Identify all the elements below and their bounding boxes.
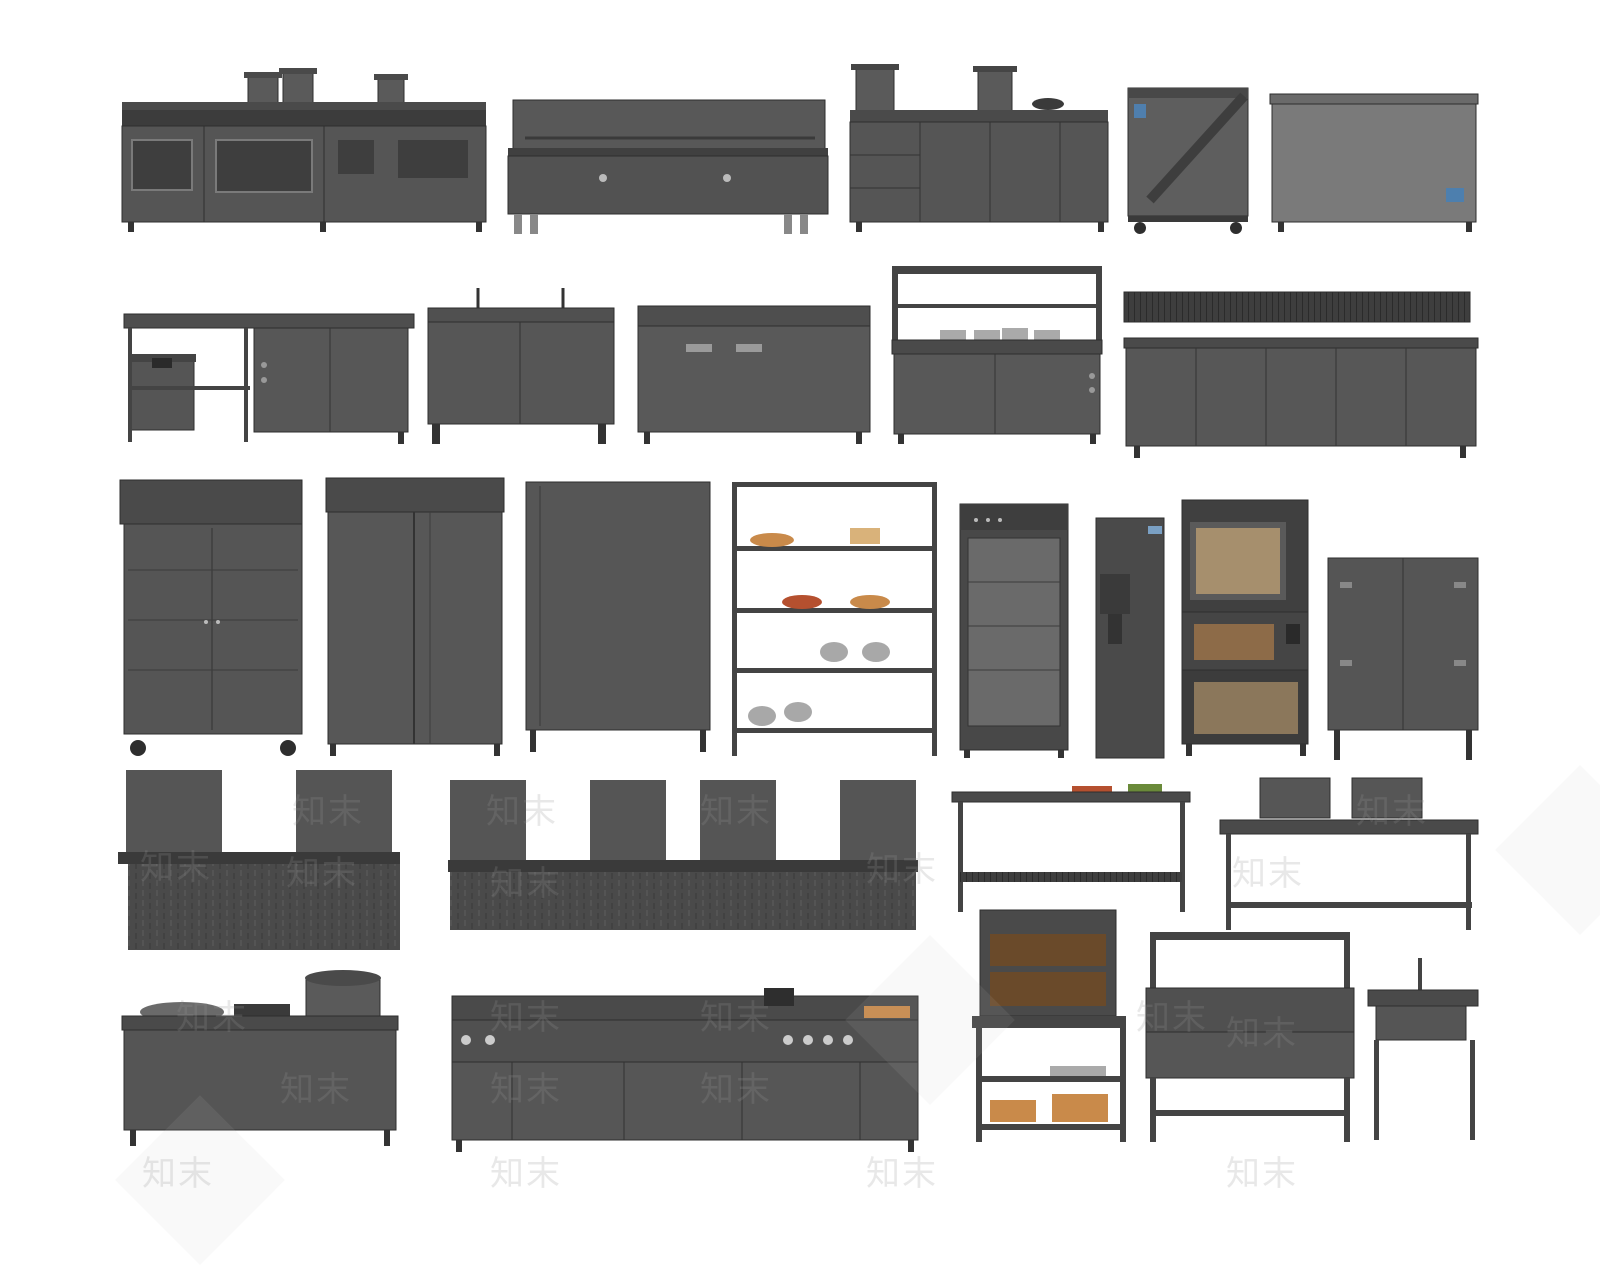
undercounter-fridge: [637, 305, 871, 444]
exhaust-hood-long: [448, 780, 918, 930]
long-cabinet: [1123, 291, 1479, 458]
fryer-table: [1219, 777, 1479, 930]
wire-shelf: [732, 482, 937, 756]
soup-station: [121, 970, 399, 1146]
rolling-cabinet: [1127, 87, 1249, 234]
display-warmer: [891, 266, 1103, 444]
worktable-with-bin: [123, 313, 415, 444]
cooking-line: [451, 988, 919, 1152]
steam-cabinet: [1327, 557, 1479, 760]
exhaust-hood-short: [118, 770, 400, 950]
hand-sink: [1367, 958, 1479, 1140]
range-oven: [121, 68, 487, 232]
griddle-counter: [507, 99, 829, 234]
drink-dispenser: [1095, 517, 1165, 759]
glass-door-fridge: [959, 503, 1069, 758]
sink-cabinet: [427, 288, 615, 444]
chest-freezer: [1269, 93, 1479, 232]
combi-oven-stack: [1181, 499, 1309, 756]
upright-fridge: [325, 477, 505, 756]
tall-cabinet: [525, 481, 711, 752]
kitchen-equipment-catalog: [118, 64, 1479, 1152]
oven-on-stand: [972, 909, 1126, 1142]
prep-table: [951, 784, 1191, 912]
fry-counter-heat-lamp: [1145, 932, 1355, 1142]
double-door-fridge: [119, 479, 303, 756]
stockpot-cabinet: [849, 64, 1109, 232]
